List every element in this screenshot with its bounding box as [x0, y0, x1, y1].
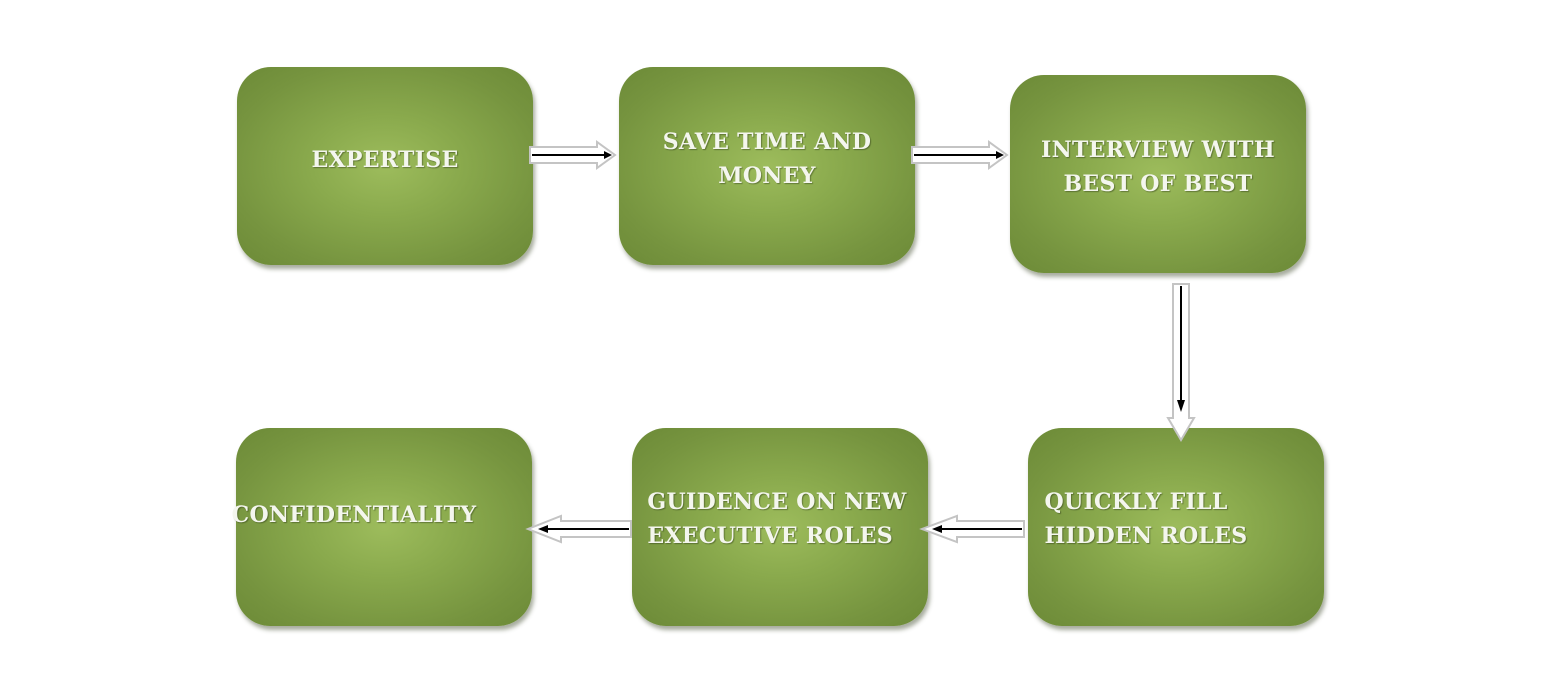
- arrow-interview-to-quickly: [1166, 283, 1196, 442]
- arrow-quickly-to-guidence: [919, 514, 1025, 544]
- arrow-expertise-to-save: [529, 140, 617, 170]
- step-save-time-box: SAVE TIME AND MONEY: [619, 67, 915, 265]
- step-interview-box: INTERVIEW WITH BEST OF BEST: [1010, 75, 1306, 273]
- step-expertise-box: EXPERTISE: [237, 67, 533, 265]
- step-quickly-fill-label: QUICKLY FILL HIDDEN ROLES: [1044, 489, 1248, 549]
- step-guidence-label: GUIDENCE ON NEW EXECUTIVE ROLES: [647, 489, 907, 549]
- arrow-save-to-interview: [911, 140, 1009, 170]
- arrow-guidence-to-confidential: [525, 514, 632, 544]
- step-guidence-box: GUIDENCE ON NEW EXECUTIVE ROLES: [632, 428, 928, 626]
- step-quickly-fill-box: QUICKLY FILL HIDDEN ROLES: [1028, 428, 1324, 626]
- step-interview-label: INTERVIEW WITH BEST OF BEST: [1041, 137, 1275, 197]
- step-expertise-label: EXPERTISE: [311, 147, 459, 173]
- step-save-time-label: SAVE TIME AND MONEY: [662, 129, 872, 189]
- step-confidentiality-label: CONFIDENTIALITY: [231, 502, 477, 528]
- step-confidentiality-box: CONFIDENTIALITY: [232, 428, 532, 626]
